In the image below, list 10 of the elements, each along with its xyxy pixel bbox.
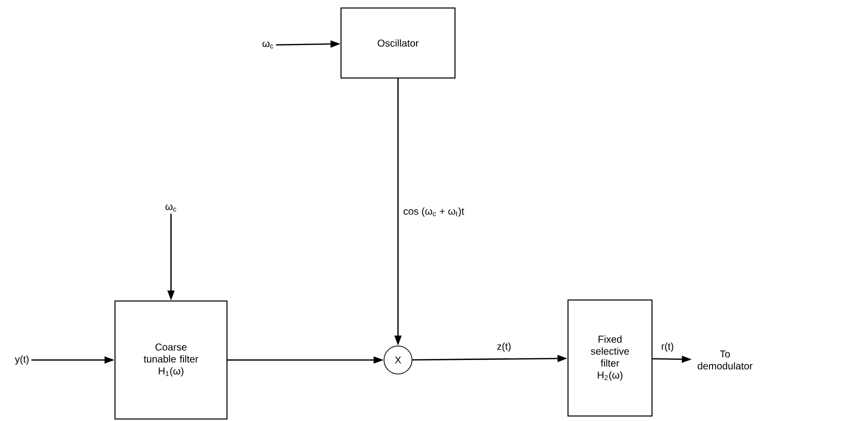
edge-label: r(t) [660, 342, 675, 353]
block-box: Coarse tunable filter H$_{1}$(ω) [114, 300, 228, 420]
block-box: Fixed selective filter H$_{2}$(ω) [568, 300, 652, 416]
edge-label: z(t) [496, 342, 512, 353]
signal-label: ω$_{c}$ [262, 42, 274, 48]
edge-label: cos (ω$_{c}$ + ω$_{I}$)t [402, 206, 466, 218]
signal-label: To demodulator [698, 350, 753, 370]
signal-label: ω$_{c}$ [166, 204, 176, 212]
block-box: Oscillator [340, 8, 456, 78]
signal-label: y(t) [14, 355, 29, 365]
